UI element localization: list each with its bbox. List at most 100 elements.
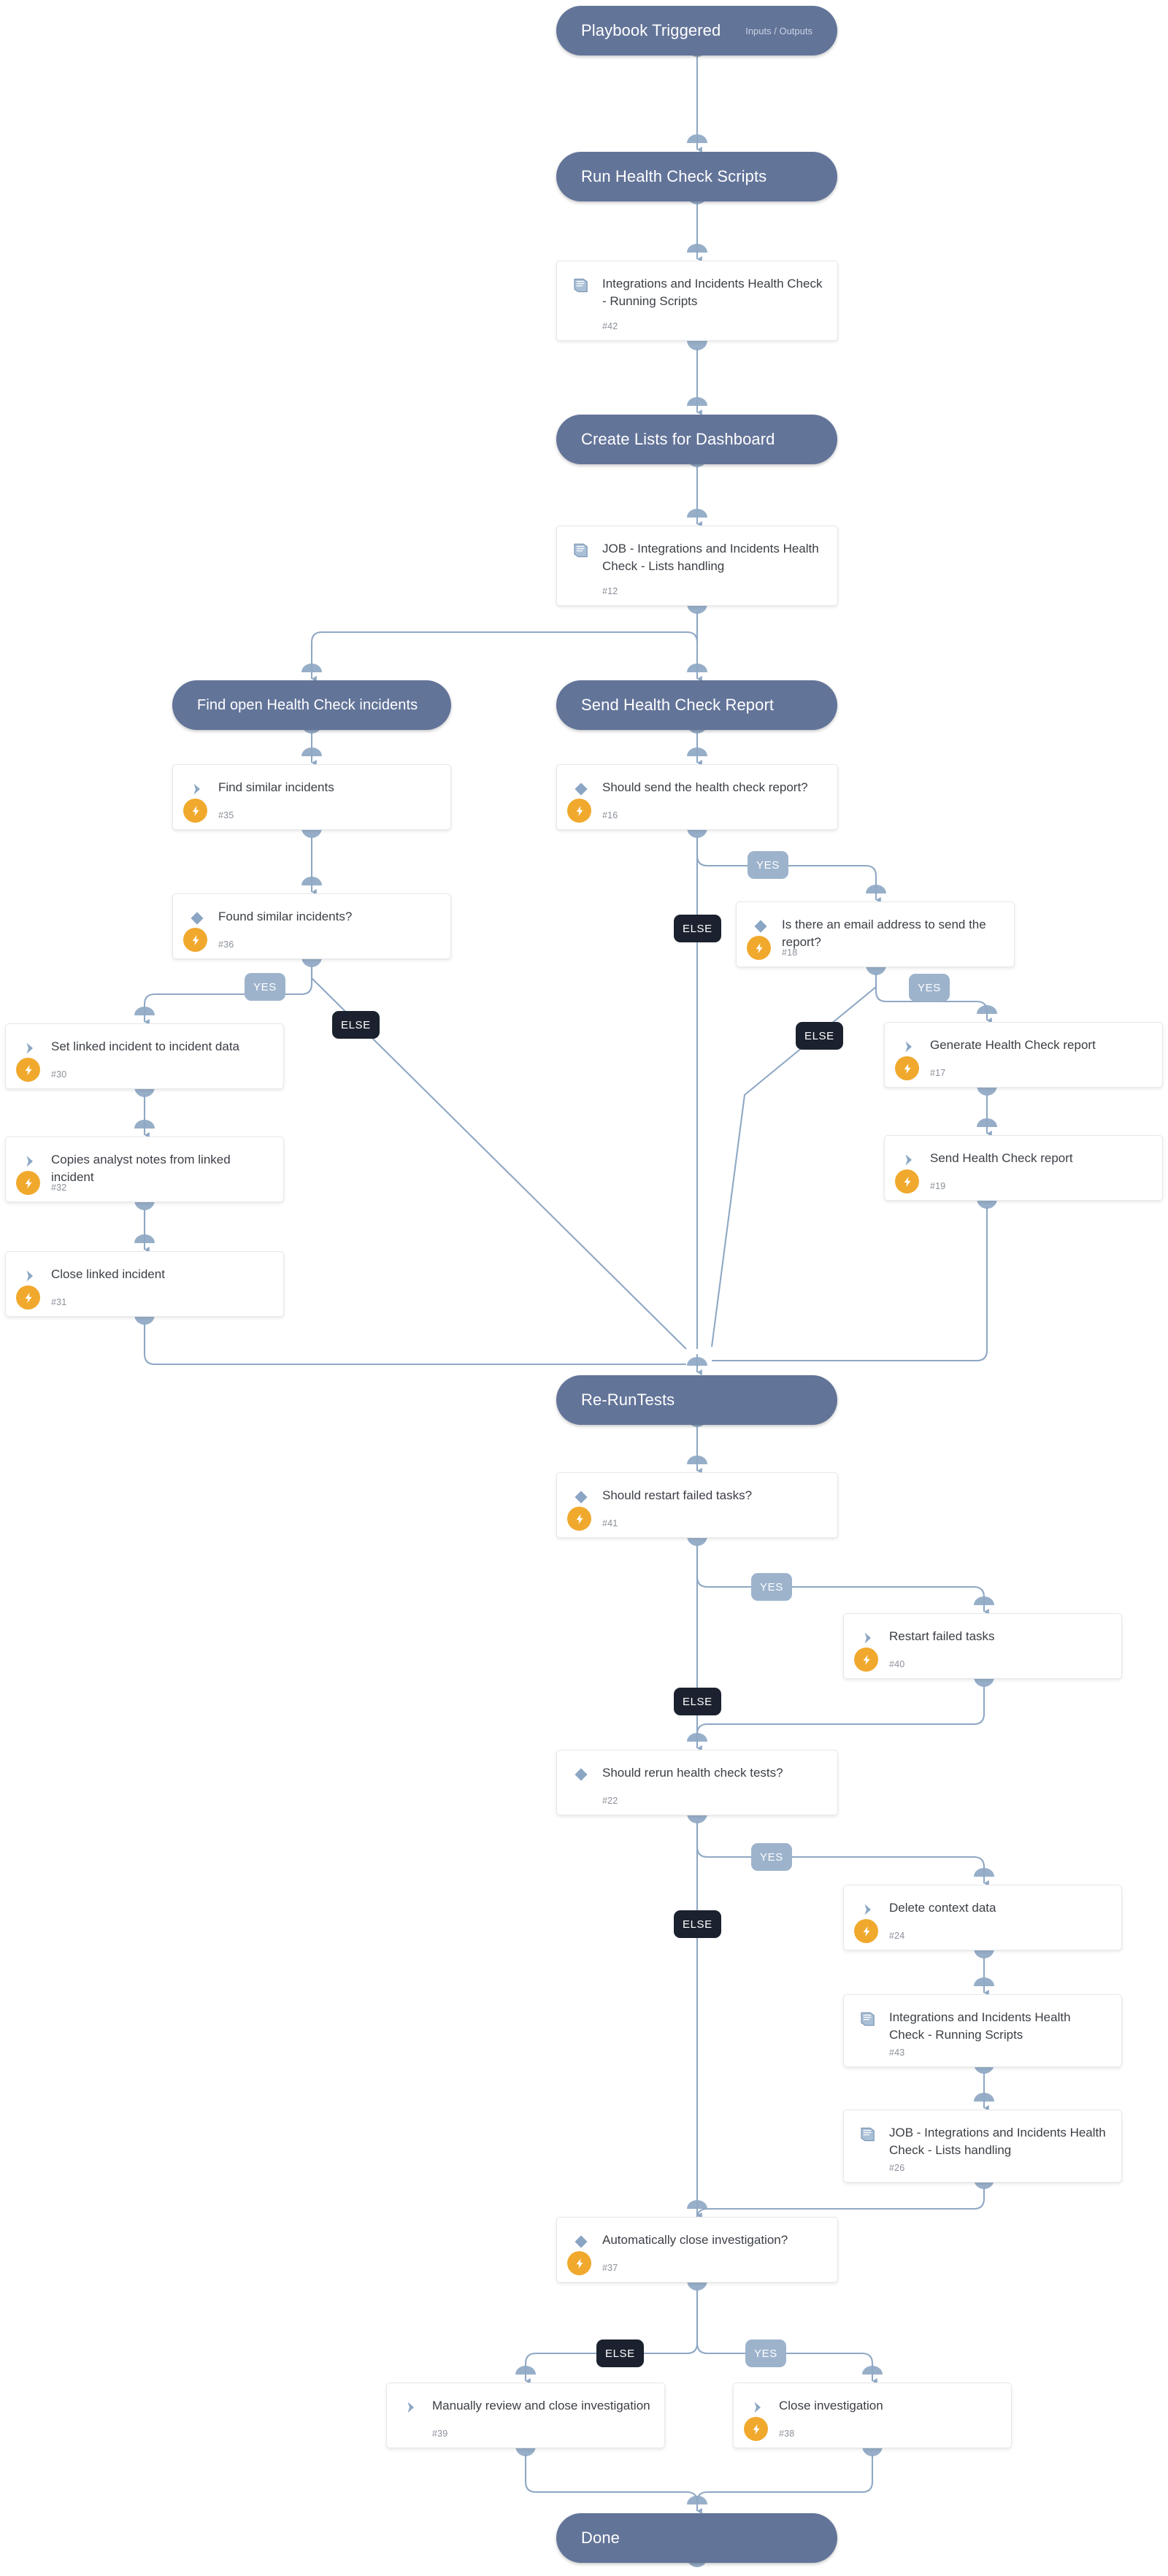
branch-label-else[interactable]: ELSE: [796, 1022, 843, 1050]
automation-bolt-icon: [567, 2251, 591, 2275]
task-card[interactable]: Close linked incident #31: [5, 1251, 284, 1317]
task-card[interactable]: Delete context data #24: [843, 1885, 1122, 1950]
automation-bolt-icon: [16, 1285, 40, 1310]
condition-diamond-icon: [751, 917, 770, 936]
task-number: #31: [51, 1297, 67, 1307]
task-card[interactable]: Should restart failed tasks? #41: [556, 1472, 838, 1538]
automation-bolt-icon: [854, 1919, 878, 1943]
playbook-book-icon: [858, 2125, 877, 2144]
task-card[interactable]: Automatically close investigation? #37: [556, 2217, 838, 2283]
branch-label-text: ELSE: [804, 1029, 834, 1042]
task-number: #18: [782, 947, 798, 958]
branch-label-else[interactable]: ELSE: [596, 2339, 644, 2367]
task-title: Set linked incident to incident data: [51, 1039, 240, 1053]
task-title: Should restart failed tasks?: [602, 1488, 753, 1502]
task-card[interactable]: Integrations and Incidents Health Check …: [556, 261, 838, 341]
branch-label-yes[interactable]: YES: [909, 974, 950, 1001]
task-number: #40: [889, 1659, 905, 1669]
section-send-health-check-report[interactable]: Send Health Check Report: [556, 680, 837, 730]
task-card[interactable]: JOB - Integrations and Incidents Health …: [556, 526, 838, 606]
task-title: Automatically close investigation?: [602, 2233, 788, 2247]
condition-diamond-icon: [572, 2232, 591, 2251]
branch-label-yes[interactable]: YES: [745, 2339, 786, 2367]
task-title: Copies analyst notes from linked inciden…: [51, 1153, 231, 1185]
task-card[interactable]: Should rerun health check tests? #22: [556, 1750, 838, 1815]
section-done[interactable]: Done: [556, 2513, 837, 2563]
task-chevron-icon: [858, 1900, 877, 1919]
section-label: Create Lists for Dashboard: [581, 430, 775, 448]
branch-label-yes[interactable]: YES: [751, 1573, 792, 1601]
task-title: Is there an email address to send the re…: [782, 918, 986, 950]
task-chevron-icon: [899, 1037, 918, 1056]
task-title: JOB - Integrations and Incidents Health …: [602, 542, 819, 574]
automation-bolt-icon: [744, 2417, 768, 2441]
section-label: Done: [581, 2529, 620, 2547]
task-chevron-icon: [402, 2398, 420, 2417]
section-find-open-health-check-incidents[interactable]: Find open Health Check incidents: [172, 680, 451, 730]
task-title: Delete context data: [889, 1901, 996, 1915]
playbook-book-icon: [572, 276, 591, 295]
branch-label-else[interactable]: ELSE: [674, 1910, 721, 1938]
section-label: Send Health Check Report: [581, 696, 775, 714]
task-title: Restart failed tasks: [889, 1629, 995, 1643]
task-card[interactable]: Set linked incident to incident data #30: [5, 1023, 284, 1089]
task-title: Integrations and Incidents Health Check …: [889, 2010, 1071, 2042]
task-title: Find similar incidents: [218, 780, 334, 794]
task-chevron-icon: [748, 2398, 767, 2417]
task-number: #42: [602, 321, 618, 331]
task-chevron-icon: [20, 1152, 39, 1171]
branch-label-else[interactable]: ELSE: [332, 1011, 380, 1039]
branch-label-text: YES: [756, 858, 780, 872]
automation-bolt-icon: [183, 799, 207, 823]
section-playbook-triggered[interactable]: Playbook Triggered Inputs / Outputs: [556, 6, 837, 55]
task-card[interactable]: Generate Health Check report #17: [884, 1022, 1163, 1088]
task-card[interactable]: Find similar incidents #35: [172, 764, 451, 830]
playbook-book-icon: [572, 541, 591, 560]
branch-label-else[interactable]: ELSE: [674, 915, 721, 942]
section-run-health-check-scripts[interactable]: Run Health Check Scripts: [556, 152, 837, 201]
task-card[interactable]: Manually review and close investigation …: [386, 2383, 665, 2448]
task-number: #36: [218, 939, 234, 950]
branch-label-text: ELSE: [683, 1918, 712, 1931]
branch-label-else[interactable]: ELSE: [674, 1688, 721, 1715]
branch-label-text: YES: [253, 980, 277, 993]
branch-label-yes[interactable]: YES: [748, 851, 788, 879]
automation-bolt-icon: [895, 1056, 919, 1080]
task-card[interactable]: Send Health Check report #19: [884, 1135, 1163, 1201]
task-number: #37: [602, 2263, 618, 2273]
task-chevron-icon: [858, 1629, 877, 1648]
task-card[interactable]: Restart failed tasks #40: [843, 1613, 1122, 1679]
task-card[interactable]: Integrations and Incidents Health Check …: [843, 1994, 1122, 2067]
automation-bolt-icon: [854, 1648, 878, 1672]
condition-diamond-icon: [572, 780, 591, 799]
task-card[interactable]: Copies analyst notes from linked inciden…: [5, 1137, 284, 1202]
task-number: #43: [889, 2048, 905, 2058]
task-title: Generate Health Check report: [930, 1038, 1096, 1052]
automation-bolt-icon: [183, 928, 207, 952]
task-card[interactable]: Should send the health check report? #16: [556, 764, 838, 830]
task-title: Should send the health check report?: [602, 780, 808, 794]
inputs-outputs-link[interactable]: Inputs / Outputs: [745, 25, 812, 36]
automation-bolt-icon: [16, 1058, 40, 1082]
task-number: #38: [779, 2429, 795, 2439]
section-create-lists-for-dashboard[interactable]: Create Lists for Dashboard: [556, 415, 837, 464]
branch-label-text: ELSE: [605, 2347, 635, 2360]
task-number: #22: [602, 1796, 618, 1806]
task-card[interactable]: Close investigation #38: [733, 2383, 1012, 2448]
task-number: #35: [218, 810, 234, 820]
task-chevron-icon: [20, 1039, 39, 1058]
branch-label-yes[interactable]: YES: [751, 1843, 792, 1871]
task-card[interactable]: Is there an email address to send the re…: [736, 901, 1015, 967]
task-card[interactable]: Found similar incidents? #36: [172, 893, 451, 959]
task-card[interactable]: JOB - Integrations and Incidents Health …: [843, 2110, 1122, 2183]
section-re-run-tests[interactable]: Re-RunTests: [556, 1375, 837, 1425]
task-chevron-icon: [899, 1150, 918, 1169]
condition-diamond-icon: [572, 1488, 591, 1507]
branch-label-text: ELSE: [341, 1018, 371, 1031]
task-number: #19: [930, 1181, 946, 1191]
branch-label-yes[interactable]: YES: [245, 973, 285, 1001]
section-label: Re-RunTests: [581, 1391, 675, 1409]
task-number: #41: [602, 1518, 618, 1529]
automation-bolt-icon: [895, 1169, 919, 1193]
automation-bolt-icon: [567, 1507, 591, 1531]
